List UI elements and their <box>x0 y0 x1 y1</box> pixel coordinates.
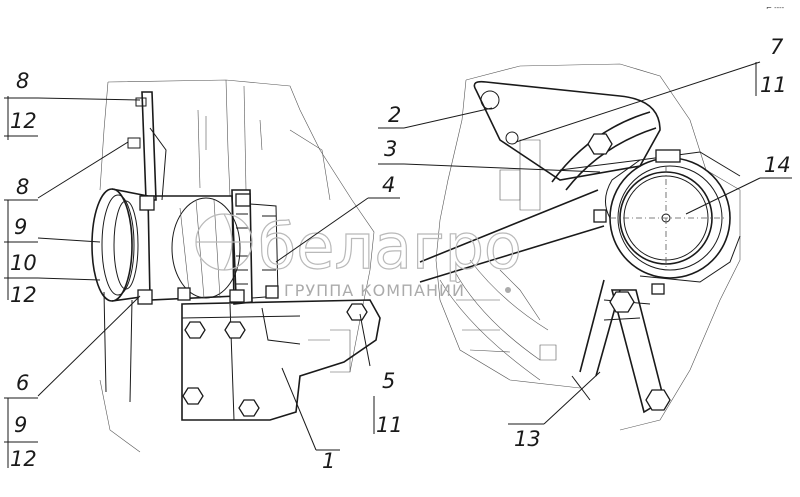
lbl-7: 7 <box>770 35 784 59</box>
right-view <box>419 63 741 431</box>
lbl-9-bot: 9 <box>14 413 27 437</box>
corner-mark: ⌐ ---- <box>766 4 785 12</box>
callout-labels: 8 12 8 9 10 12 6 9 12 4 5 11 1 2 3 7 11 … <box>10 4 791 473</box>
lbl-4: 4 <box>382 173 395 197</box>
lbl-6: 6 <box>16 371 29 395</box>
lbl-11-left: 11 <box>376 413 403 437</box>
lbl-8-top: 8 <box>16 69 29 93</box>
lbl-12-mid: 12 <box>10 283 37 307</box>
lbl-12-bot: 12 <box>10 447 37 471</box>
left-view <box>91 79 381 453</box>
lbl-8-mid: 8 <box>16 175 29 199</box>
lbl-1: 1 <box>322 449 335 473</box>
lbl-2: 2 <box>388 103 401 127</box>
lbl-9-mid: 9 <box>14 215 27 239</box>
lbl-5: 5 <box>382 369 395 393</box>
lbl-3: 3 <box>384 137 397 161</box>
lbl-12-top: 12 <box>10 109 37 133</box>
leader-lines <box>4 61 792 468</box>
lbl-11-right: 11 <box>760 73 787 97</box>
watermark: белагро ГРУППА КОМПАНИЙ <box>195 209 522 300</box>
watermark-brand: белагро <box>258 210 522 283</box>
lbl-13: 13 <box>514 427 541 451</box>
lbl-10: 10 <box>10 251 37 275</box>
lbl-14: 14 <box>764 153 791 177</box>
watermark-subtitle: ГРУППА КОМПАНИЙ <box>284 281 465 300</box>
